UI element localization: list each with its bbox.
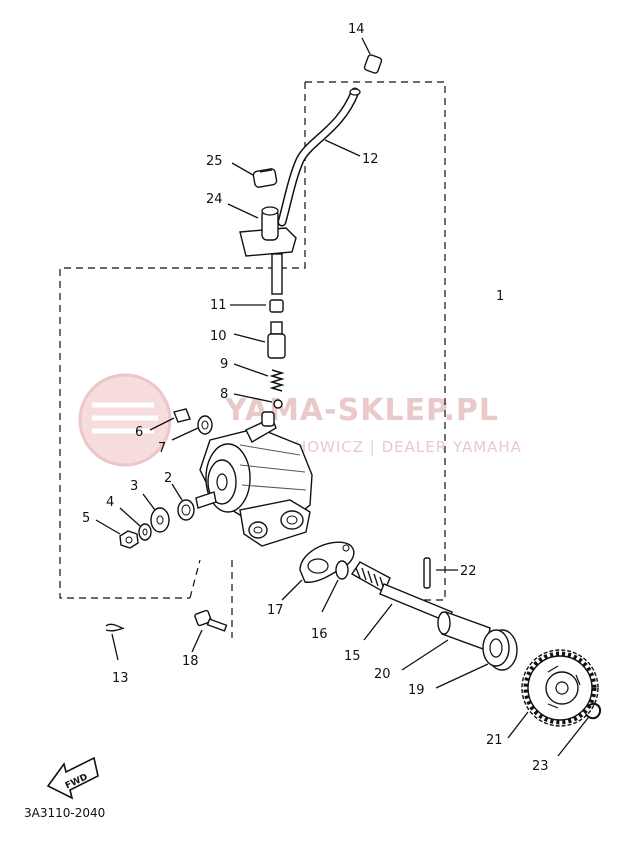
callout-4: 4 bbox=[106, 495, 114, 510]
part-23-circlip bbox=[557, 702, 602, 757]
assembly-outline bbox=[59, 81, 446, 638]
part-9-spring bbox=[233, 363, 285, 392]
watermark-logo-icon bbox=[78, 373, 172, 467]
diagram-code: 3A3110-2040 bbox=[24, 806, 105, 820]
callout-15: 15 bbox=[344, 649, 361, 664]
part-12-delivery-pipe bbox=[277, 87, 361, 227]
callout-16: 16 bbox=[311, 627, 328, 642]
part-19-bearing bbox=[435, 629, 518, 689]
callout-14: 14 bbox=[348, 22, 365, 37]
part-24-holder bbox=[227, 203, 297, 257]
callout-labels: 14 12 25 24 1 11 10 9 8 6 7 2 3 4 5 22 1… bbox=[82, 22, 549, 774]
part-8-ball bbox=[233, 393, 283, 409]
callout-11: 11 bbox=[210, 298, 227, 313]
callout-6: 6 bbox=[135, 425, 143, 440]
watermark-subtitle: W. ...HOWICZ | DEALER YAMAHA bbox=[252, 438, 522, 456]
part-4-washer bbox=[119, 507, 152, 541]
callout-20: 20 bbox=[374, 667, 391, 682]
part-6-bolt bbox=[149, 408, 191, 431]
part-16-o-ring bbox=[321, 560, 349, 613]
part-15-worm-shaft bbox=[350, 561, 453, 641]
part-18-bolt bbox=[191, 609, 228, 653]
part-25-clip bbox=[231, 162, 278, 188]
callout-5: 5 bbox=[82, 511, 90, 526]
oil-pump-body bbox=[195, 411, 313, 547]
callout-23: 23 bbox=[532, 759, 549, 774]
callout-3: 3 bbox=[130, 479, 138, 494]
callout-1: 1 bbox=[496, 289, 504, 304]
callout-8: 8 bbox=[220, 387, 228, 402]
callout-17: 17 bbox=[267, 603, 284, 618]
part-14-cap bbox=[361, 37, 383, 74]
part-2-seal bbox=[171, 483, 195, 521]
callout-19: 19 bbox=[408, 683, 425, 698]
part-20-sleeve bbox=[401, 611, 491, 671]
fwd-arrow-icon: FWD bbox=[46, 756, 99, 800]
callout-2: 2 bbox=[164, 471, 172, 486]
callout-24: 24 bbox=[206, 192, 223, 207]
part-22-pin bbox=[423, 557, 458, 589]
part-13-clip bbox=[105, 623, 125, 661]
callout-25: 25 bbox=[206, 154, 223, 169]
callout-12: 12 bbox=[362, 152, 379, 167]
callout-10: 10 bbox=[210, 329, 227, 344]
callout-9: 9 bbox=[220, 357, 228, 372]
callout-7: 7 bbox=[158, 441, 166, 456]
part-3-plate bbox=[142, 493, 170, 533]
part-10-fitting bbox=[233, 321, 286, 359]
part-21-gear bbox=[507, 649, 599, 739]
callout-22: 22 bbox=[460, 564, 477, 579]
part-5-nut bbox=[95, 519, 139, 549]
watermark: YAMA-SKLEP.PL W. ...HOWICZ | DEALER YAMA… bbox=[78, 373, 522, 467]
callout-18: 18 bbox=[182, 654, 199, 669]
part-17-gasket bbox=[281, 541, 355, 601]
part-11-nut bbox=[230, 299, 284, 313]
callout-13: 13 bbox=[112, 671, 129, 686]
part-7-washer bbox=[171, 415, 213, 441]
pipe-lower bbox=[271, 253, 283, 295]
callout-21: 21 bbox=[486, 733, 503, 748]
